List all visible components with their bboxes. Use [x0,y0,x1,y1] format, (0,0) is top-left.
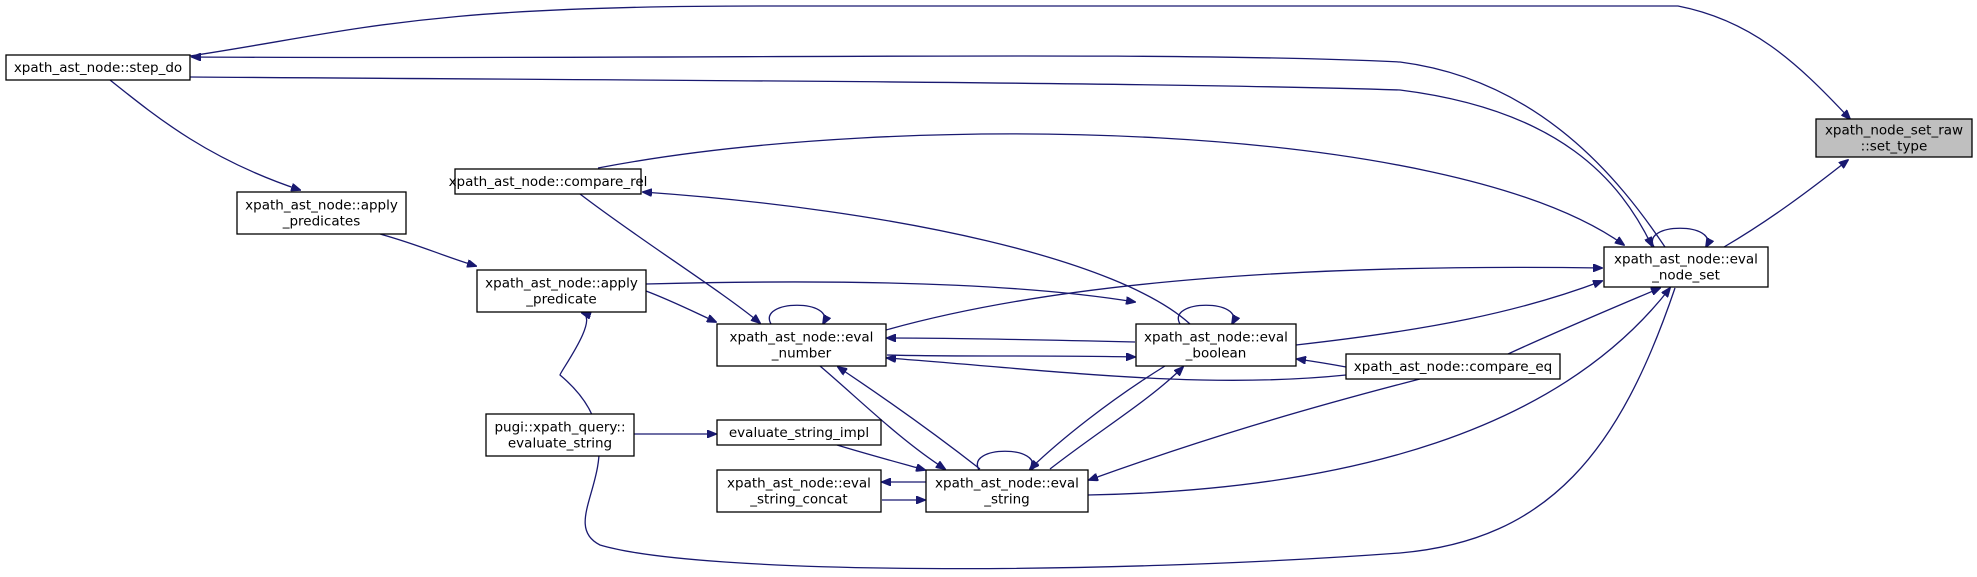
node-eval-boolean[interactable]: xpath_ast_node::eval_boolean [1135,323,1297,367]
node-apply-predicates[interactable]: xpath_ast_node::apply_predicates [236,191,407,235]
edge-eval_number-to-eval_number [768,304,824,324]
edge-eval_string-to-eval_number [838,367,981,470]
edge-compare_eq-to-eval_number [887,358,1347,381]
node-label: xpath_ast_node::eval [1614,252,1758,268]
edge-evaluate_string_impl-to-eval_string [836,444,925,470]
edge-eval_node_set-to-set_type [1723,160,1848,248]
node-label: _string [983,492,1030,508]
node-label: xpath_ast_node::step_do [14,60,182,76]
edge-compare_eq-to-eval_boolean [1297,359,1347,368]
node-box [485,413,635,457]
edge-eval_node_set-to-step_do [192,56,1666,248]
edge-eval_node_set-to-apply_predicate [559,287,1676,570]
edge-eval_boolean-to-eval_boolean [1177,304,1233,324]
node-label: xpath_ast_node::eval [1144,330,1288,346]
edge-step_do-to-eval_node_set [189,76,1652,246]
edge-apply_predicate-to-eval_number [645,290,716,322]
node-label: xpath_ast_node::compare_rel [449,174,648,190]
node-eval-string[interactable]: xpath_ast_node::eval_string [925,469,1089,513]
node-apply-predicate[interactable]: xpath_ast_node::apply_predicate [476,269,647,313]
edge-eval_node_set-to-eval_node_set [1651,227,1707,247]
node-box [5,54,191,81]
node-label: evaluate_string_impl [729,425,869,441]
node-box [716,469,882,513]
edge-eval_number-to-eval_node_set [885,267,1602,331]
edge-compare_rel-to-eval_node_set [597,133,1624,245]
node-label: xpath_ast_node::eval [730,330,874,346]
edge-eval_boolean-to-eval_number [887,338,1136,343]
edge-compare_rel-to-eval_number [579,193,760,323]
edge-eval_number-to-eval_string [819,365,945,469]
node-compare-eq[interactable]: xpath_ast_node::compare_eq [1345,353,1561,380]
node-step-do[interactable]: xpath_ast_node::step_do [5,54,191,81]
node-evaluate-string-impl[interactable]: evaluate_string_impl [716,419,882,446]
node-eval-string-concat[interactable]: xpath_ast_node::eval_string_concat [716,469,882,513]
edge-compare_eq-to-eval_node_set [1507,288,1660,355]
edge-apply_predicates-to-apply_predicate [379,233,476,266]
node-box [476,269,647,313]
node-box [1815,118,1973,158]
edge-eval_string-to-eval_boolean [1049,367,1183,470]
edge-eval_number-to-eval_boolean [886,355,1135,357]
node-set-type[interactable]: xpath_node_set_raw::set_type [1815,118,1973,158]
edge-step_do-to-apply_predicates [109,79,300,190]
node-box [925,469,1089,513]
node-label: _predicates [282,214,361,230]
node-label: xpath_ast_node::eval [935,476,1079,492]
node-box [1603,246,1769,288]
edge-eval_boolean-to-eval_node_set [1295,281,1602,346]
node-box [236,191,407,235]
node-box [1135,323,1297,367]
edge-eval_string-to-eval_node_set [1087,288,1670,496]
node-label: pugi::xpath_query:: [494,420,625,436]
edge-step_do-to-set_type [189,5,1850,119]
node-evaluate-string[interactable]: pugi::xpath_query::evaluate_string [485,413,635,457]
edge-apply_predicate-to-eval_boolean [645,281,1135,302]
node-box [716,419,882,446]
node-label: _boolean [1185,346,1247,362]
node-eval-node-set[interactable]: xpath_ast_node::eval_node_set [1603,246,1769,288]
node-label: _number [771,346,832,362]
node-label: xpath_ast_node::eval [727,476,871,492]
node-label: xpath_ast_node::apply [245,198,398,214]
node-compare-rel[interactable]: xpath_ast_node::compare_rel [449,168,648,195]
edge-eval_string-to-eval_string [976,450,1032,470]
node-label: _predicate [525,292,597,308]
node-label: xpath_ast_node::compare_eq [1354,359,1552,375]
node-box [1345,353,1561,380]
node-box [454,168,642,195]
node-label: xpath_node_set_raw [1825,123,1963,139]
node-box [716,323,887,367]
node-label: evaluate_string [508,436,612,452]
edge-eval_boolean-to-compare_rel [643,192,1191,325]
edges-layer [109,5,1850,570]
node-label: xpath_ast_node::apply [485,276,638,292]
nodes-layer: xpath_node_set_raw::set_typexpath_ast_no… [5,54,1973,513]
edge-compare_eq-to-eval_string [1089,378,1421,480]
node-label: _node_set [1651,268,1720,284]
edge-eval_boolean-to-eval_string [1030,365,1166,469]
node-label: ::set_type [1861,139,1928,155]
node-label: _string_concat [749,492,847,508]
node-eval-number[interactable]: xpath_ast_node::eval_number [716,323,887,367]
